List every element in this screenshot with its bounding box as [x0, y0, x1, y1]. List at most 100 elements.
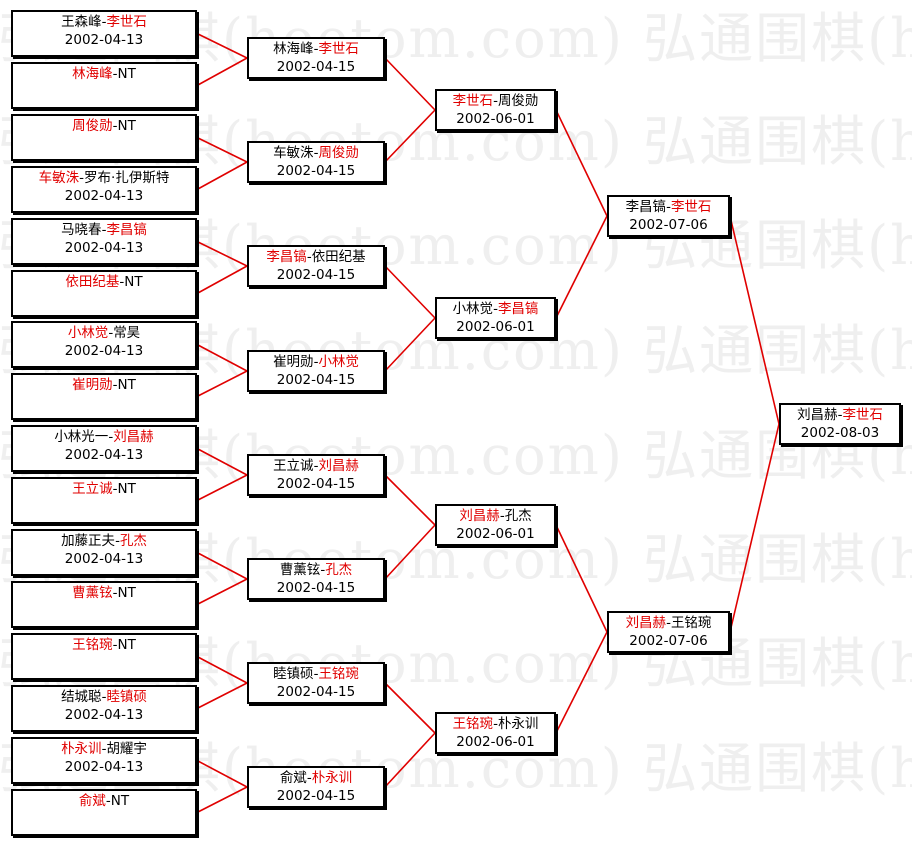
bracket-connector: [384, 317, 436, 372]
match-box: 林海峰-NT: [11, 62, 197, 109]
player-name: NT: [117, 637, 136, 653]
player-name: 车敏洙: [38, 170, 80, 186]
player-name: NT: [117, 377, 136, 393]
match-players: 刘昌赫-孔杰: [437, 507, 554, 525]
match-box: 俞斌-NT: [11, 789, 197, 836]
match-players: 王森峰-李世石: [13, 13, 195, 31]
bracket-connector: [196, 161, 248, 191]
player-name: 李昌镐: [497, 301, 539, 317]
match-date: 2002-04-13: [64, 343, 144, 359]
vs-dash: -: [112, 66, 118, 82]
match-players: 睦镇硕-王铭琬: [249, 665, 383, 683]
player-name: 崔明勋: [273, 354, 314, 370]
match-box: 崔明勋-NT: [11, 373, 197, 420]
match-date: 2002-04-13: [64, 707, 144, 723]
vs-dash: -: [101, 222, 107, 238]
player-name: 常昊: [113, 325, 141, 341]
vs-dash: -: [119, 274, 125, 290]
match-players: 李昌镐-李世石: [609, 198, 728, 216]
match-players: 王立诚-刘昌赫: [249, 457, 383, 475]
vs-dash: -: [313, 354, 319, 370]
vs-dash: -: [112, 377, 118, 393]
player-name: 李世石: [842, 407, 883, 423]
vs-dash: -: [101, 689, 107, 705]
match-box: 小林觉-常昊 2002-04-13: [11, 321, 197, 368]
player-name: 李昌镐: [106, 222, 147, 238]
bracket-connector: [384, 474, 436, 526]
vs-dash: -: [313, 41, 319, 57]
match-players: 俞斌-朴永训: [249, 769, 383, 787]
match-players: 周俊勋-NT: [13, 117, 195, 135]
bracket-connector: [384, 732, 436, 788]
match-box: 曹薰铉-NT: [11, 581, 197, 628]
match-date: 2002-04-13: [64, 447, 144, 463]
match-date: 2002-07-06: [629, 217, 708, 233]
player-name: 小林觉: [67, 325, 109, 341]
match-date: 2002-04-15: [276, 476, 356, 492]
bracket-connector: [555, 215, 608, 319]
player-name: 林海峰: [72, 66, 113, 82]
vs-dash: -: [499, 508, 505, 524]
player-name: 罗布·扎伊斯特: [84, 170, 170, 186]
player-name: 曹薰铉: [72, 585, 113, 601]
match-date: 2002-08-03: [800, 425, 880, 441]
bracket-connector: [384, 265, 436, 319]
match-players: 李昌镐-依田纪基: [249, 248, 383, 266]
bracket-connector: [196, 136, 248, 163]
match-players: 依田纪基-NT: [13, 273, 195, 291]
vs-dash: -: [320, 562, 326, 578]
player-name: NT: [124, 274, 143, 290]
match-date: 2002-04-15: [276, 580, 356, 596]
bracket-connector: [384, 109, 436, 163]
player-name: 孔杰: [504, 508, 532, 524]
match-box: 王铭琬-NT: [11, 633, 197, 680]
player-name: 林海峰: [273, 41, 314, 57]
vs-dash: -: [112, 585, 118, 601]
player-name: 睦镇硕: [273, 666, 314, 682]
match-players: 李世石-周俊勋: [437, 92, 554, 110]
bracket-connector: [729, 423, 780, 633]
bracket-connector: [196, 655, 248, 684]
vs-dash: -: [105, 793, 111, 809]
vs-dash: -: [115, 533, 120, 549]
bracket-connector: [384, 524, 436, 580]
vs-dash: -: [306, 249, 312, 265]
player-name: 王铭琬: [452, 716, 494, 732]
match-players: 俞斌-NT: [13, 792, 195, 810]
vs-dash: -: [493, 716, 498, 732]
player-name: 王立诚: [273, 458, 314, 474]
match-date: 2002-04-15: [276, 684, 356, 700]
match-date: 2002-06-01: [456, 734, 535, 750]
match-players: 崔明勋-小林觉: [249, 353, 383, 371]
match-players: 车敏洙-罗布·扎伊斯特: [13, 169, 195, 187]
match-date: 2002-04-13: [64, 759, 144, 775]
player-name: 朴永训: [61, 741, 102, 757]
player-name: 刘昌赫: [318, 458, 359, 474]
player-name: 孔杰: [119, 533, 147, 549]
match-date: 2002-04-15: [276, 163, 356, 179]
match-date: 2002-04-15: [276, 372, 356, 388]
vs-dash: -: [108, 325, 114, 341]
match-players: 崔明勋-NT: [13, 376, 195, 394]
player-name: 周俊勋: [318, 145, 359, 161]
player-name: 李世石: [452, 93, 494, 109]
player-name: NT: [117, 585, 136, 601]
bracket-connector: [196, 474, 248, 502]
player-name: 李昌镐: [625, 199, 667, 215]
player-name: 曹薰铉: [279, 562, 321, 578]
bracket-connector: [196, 265, 248, 295]
player-name: 周俊勋: [497, 93, 539, 109]
